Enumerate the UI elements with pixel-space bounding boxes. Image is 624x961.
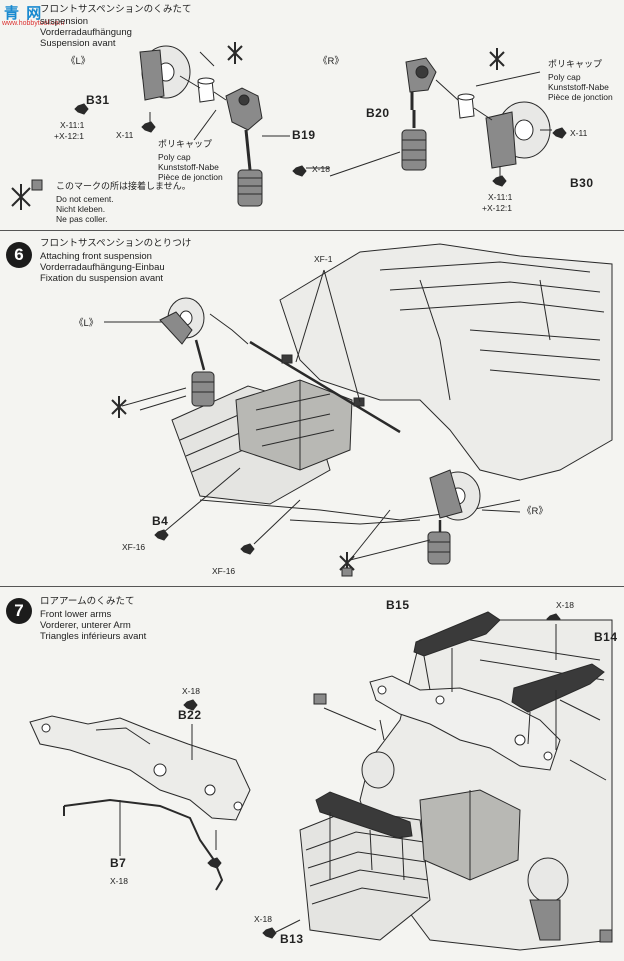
screw-icon	[74, 103, 89, 115]
part-b14: B14	[594, 630, 618, 644]
screw-icon	[262, 927, 277, 939]
site-logo: 青 网 www.hobbytool.com	[0, 0, 74, 30]
screw-label-x11-12-right-a: X-11:1	[488, 192, 513, 202]
screw-icon	[552, 127, 567, 139]
screw-label-x18-b15: X-18	[556, 600, 574, 610]
screw-label-x11-left: X-11	[116, 130, 134, 140]
step5-right-label: 《R》	[318, 56, 344, 67]
step7-title-en: Front lower arms	[40, 609, 112, 620]
screw-label-x11-right: X-11	[570, 128, 588, 138]
screw-label-x18-b13: X-18	[254, 914, 272, 924]
step6-title-fr: Fixation du suspension avant	[40, 273, 164, 284]
polycap-right-en: Poly cap	[548, 72, 581, 82]
screw-icon	[183, 699, 198, 711]
screw-label-xf16-b: XF-16	[212, 566, 236, 576]
part-b30: B30	[570, 176, 594, 190]
step6-title-jp: フロントサスペンションのとりつけ	[40, 238, 192, 249]
step7-lower-arm-left	[29, 715, 251, 891]
part-b31: B31	[86, 93, 110, 107]
polycap-left-en: Poly cap	[158, 152, 191, 162]
step7-title-fr: Triangles inférieurs avant	[40, 631, 147, 642]
part-b19: B19	[292, 128, 316, 142]
no-cement-mark-icon	[227, 42, 243, 64]
screw-label-x18-b7: X-18	[110, 876, 128, 886]
step5-title-en: suspension	[40, 16, 89, 27]
part-b22: B22	[178, 708, 202, 722]
polycap-left-jp: ポリキャップ	[158, 140, 213, 150]
part-b15: B15	[386, 598, 410, 612]
screw-icon	[154, 529, 169, 541]
step6-title-de: Vorderradaufhängung-Einbau	[40, 262, 165, 273]
no-cement-en: Do not cement.	[56, 194, 114, 204]
step6-chassis	[171, 243, 613, 525]
screw-label-x18: X-18	[312, 164, 330, 174]
screw-label-xf16-a: XF-16	[122, 542, 146, 552]
no-cement-mark-icon	[313, 693, 327, 705]
step5-title-de: Vorderradaufhängung	[40, 27, 132, 38]
step7-chassis	[299, 619, 613, 951]
no-cement-mark-icon	[339, 552, 355, 577]
no-cement-de: Nicht kleben.	[56, 204, 106, 214]
polycap-left-de: Kunststoff-Nabe	[158, 162, 219, 172]
no-cement-fr: Ne pas coller.	[56, 214, 108, 224]
screw-label-x11-12-left-b: +X-12:1	[54, 131, 85, 141]
screw-icon	[492, 175, 507, 187]
polycap-right-jp: ポリキャップ	[548, 60, 603, 70]
no-cement-mark-icon	[489, 48, 505, 70]
logo-url: www.hobbytool.com	[2, 20, 65, 27]
step6-number-badge: 6	[6, 242, 32, 268]
part-b4: B4	[152, 514, 169, 528]
polycap-right-fr: Pièce de jonction	[548, 92, 613, 102]
no-cement-mark-icon	[111, 396, 127, 418]
step6-right-suspension	[427, 469, 521, 565]
step7-number-badge: 7	[6, 598, 32, 624]
screw-label-x11-12-right-b: +X-12:1	[482, 203, 513, 213]
step6-right-label: 《R》	[522, 506, 548, 517]
lower-arm-b14	[511, 663, 605, 713]
screw-icon	[141, 121, 156, 133]
screw-label-x18-b22: X-18	[182, 686, 200, 696]
section-divider	[0, 586, 624, 587]
screw-icon	[240, 543, 255, 555]
step7-title-de: Vorderer, unterer Arm	[40, 620, 131, 631]
no-cement-jp: このマークの所は接着しません。	[56, 182, 191, 192]
step5-title-fr: Suspension avant	[40, 38, 116, 49]
no-cement-legend-icon	[11, 179, 43, 210]
part-b7: B7	[110, 856, 127, 870]
logo-mark: 青 网	[4, 4, 43, 22]
no-cement-mark-icon	[599, 929, 613, 943]
screw-icon	[292, 165, 307, 177]
part-b13: B13	[280, 932, 304, 946]
lower-arm-b15	[413, 611, 501, 657]
step5-left-label: 《L》	[66, 56, 91, 67]
screw-label-x11-12-left-a: X-11:1	[60, 120, 85, 130]
lower-arm-b13	[315, 791, 413, 839]
step7-title-jp: ロアアームのくみたて	[40, 596, 135, 607]
screw-label-xf1: XF-1	[314, 254, 333, 264]
section-divider	[0, 230, 624, 231]
polycap-right-de: Kunststoff-Nabe	[548, 82, 609, 92]
step5-title-jp: フロントサスペンションのくみたて	[40, 4, 192, 15]
step6-left-label: 《L》	[74, 318, 99, 329]
step6-left-suspension	[104, 297, 249, 407]
polycap-left-fr: Pièce de jonction	[158, 172, 223, 182]
step5-left-assembly	[139, 45, 330, 207]
step5-right-assembly	[329, 57, 552, 178]
part-b20: B20	[366, 106, 390, 120]
screw-icon	[207, 857, 222, 869]
step6-title-en: Attaching front suspension	[40, 251, 152, 262]
